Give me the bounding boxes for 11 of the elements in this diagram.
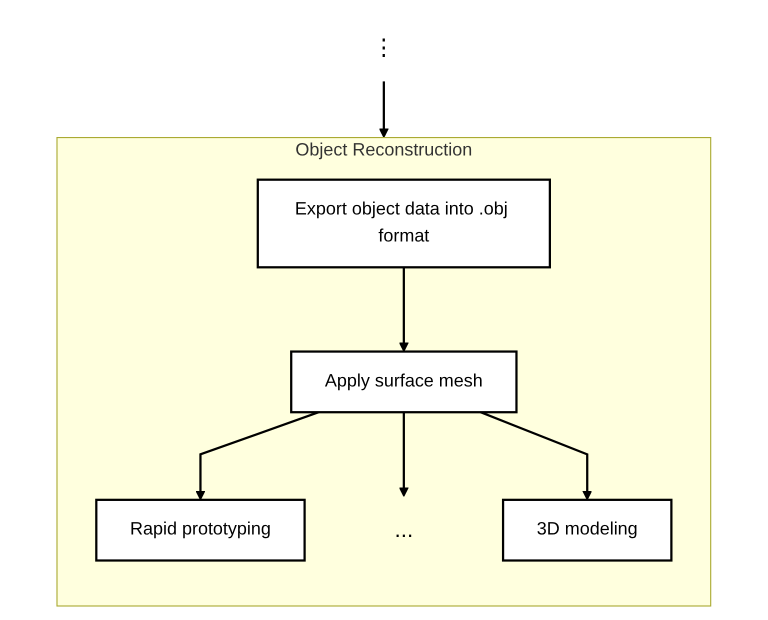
node-box: Apply surface mesh (290, 350, 518, 414)
node-box: 3D modeling (502, 498, 673, 562)
arrow (480, 411, 592, 500)
node-box: Export object data into .obj format (256, 178, 552, 268)
arrow (399, 267, 409, 352)
node-box: Rapid prototyping (95, 498, 306, 562)
arrow (399, 412, 409, 497)
node-text: ... (394, 518, 414, 543)
arrow (196, 411, 320, 500)
node-text: ⋮ (372, 35, 396, 60)
arrow (379, 81, 389, 138)
